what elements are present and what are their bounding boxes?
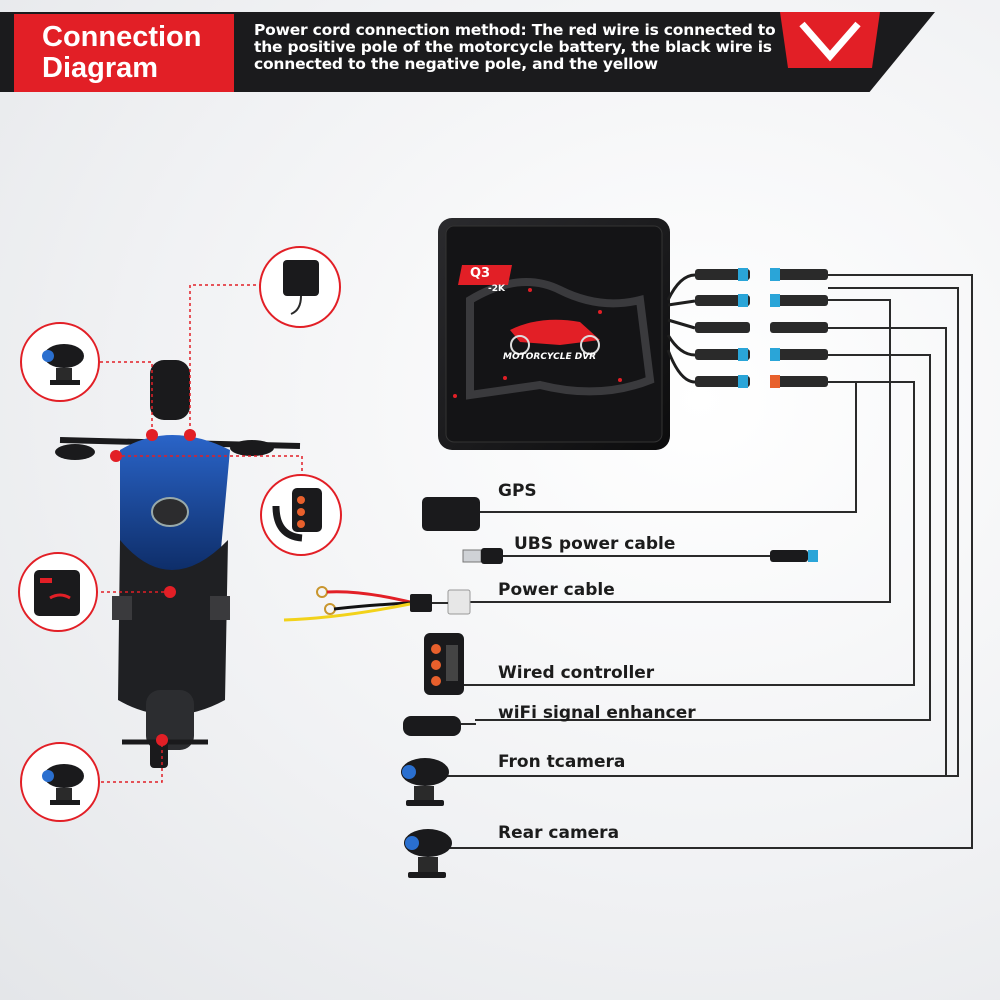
callout-rear-camera (20, 742, 100, 822)
power-cable (283, 586, 471, 622)
front-camera (401, 758, 449, 806)
label-power-cable: Power cable (498, 580, 615, 600)
label-gps: GPS (498, 481, 537, 501)
header-description: Power cord connection method: The red wi… (254, 21, 776, 73)
label-rear-camera: Rear camera (498, 823, 620, 843)
label-wired-controller: Wired controller (498, 663, 655, 683)
wiring-lines (446, 274, 973, 849)
label-wifi-enhancer: wiFi signal enhancer (498, 703, 696, 723)
usb-cable (462, 548, 818, 564)
wired-controller-icon (272, 488, 322, 542)
label-usb-power-cable: UBS power cable (514, 534, 676, 554)
dvr-model: Q3 (470, 266, 491, 281)
page-title: Connection Diagram (14, 14, 234, 92)
wired-controller (424, 633, 464, 695)
dvr-name: MOTORCYCLE DVR (503, 352, 597, 362)
wifi-enhancer (403, 716, 476, 736)
callout-gps (259, 246, 341, 328)
gps-module (422, 497, 490, 531)
rear-camera-icon (42, 764, 84, 805)
dvr-connectors (666, 268, 828, 388)
brand-logo-icon (780, 12, 880, 68)
callout-dvr (18, 552, 98, 632)
callout-wired-controller (260, 474, 342, 556)
callout-leaders (95, 284, 303, 783)
dvr-box (438, 218, 670, 450)
gps-module-icon (283, 260, 319, 315)
dvr-unit-icon (34, 570, 80, 616)
callout-front-camera (20, 322, 100, 402)
rear-camera (404, 829, 452, 878)
front-camera-icon (42, 344, 84, 385)
callout-dots (110, 429, 196, 746)
dvr-resolution: -2K (488, 284, 505, 294)
motorcycle (55, 360, 301, 768)
label-front-camera: Fron tcamera (498, 752, 626, 772)
